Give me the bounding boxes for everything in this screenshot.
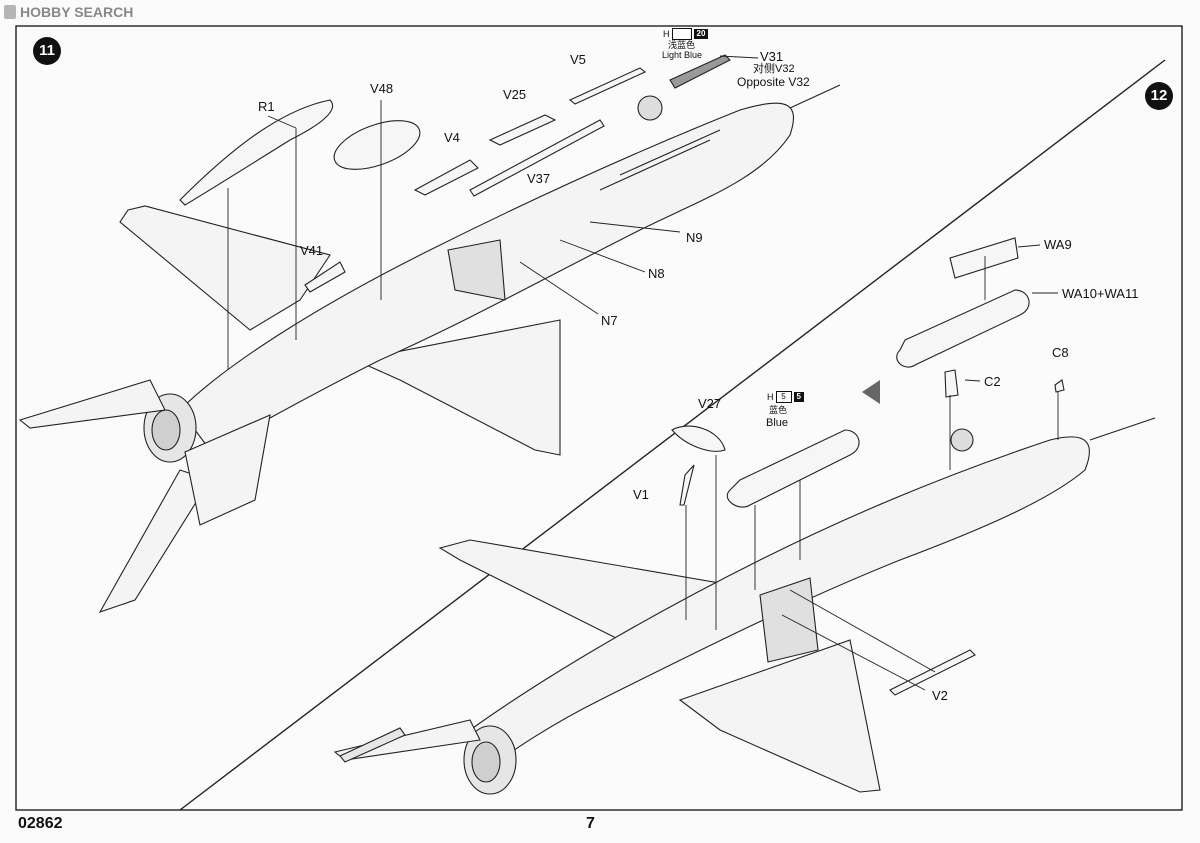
step11-aircraft: [18, 84, 841, 613]
label-v48: V48: [370, 81, 394, 96]
label-c8: C8: [1052, 345, 1069, 360]
part-v25: [488, 114, 557, 146]
part-r1: [179, 99, 333, 206]
label-wa10-wa11: WA10+WA11: [1062, 286, 1139, 301]
label-v2: V2: [932, 688, 948, 703]
paint-name-en: Light Blue: [662, 50, 703, 60]
part-v5: [568, 67, 647, 105]
paint-code-letter: H: [663, 29, 670, 39]
hobby-search-watermark: HOBBY SEARCH: [4, 4, 133, 20]
step12-nose-wheel: [950, 428, 974, 452]
part-blue-tank: [726, 429, 860, 508]
paint-number-outline: 5: [775, 391, 792, 403]
part-v27: [671, 425, 726, 452]
label-n8: N8: [648, 266, 665, 281]
part-wa10-wa11: [896, 289, 1030, 368]
part-c2: [944, 369, 959, 398]
part-v4: [413, 159, 479, 196]
label-v31: V31: [760, 49, 784, 64]
step12-aircraft: [333, 417, 1156, 795]
step12-direction-arrow-icon: [862, 380, 880, 404]
paint-number-filled: 5: [793, 392, 804, 402]
part-v31: [669, 54, 731, 89]
catalog-number: 02862: [18, 815, 63, 832]
label-v37: V37: [527, 171, 551, 186]
step-divider-line: [179, 59, 1166, 811]
label-v41: V41: [300, 243, 324, 258]
paint-chip-swatch: [671, 28, 692, 40]
watermark-text: HOBBY SEARCH: [20, 4, 134, 20]
part-v1: [679, 464, 695, 506]
step12-paint-code: H 5 5: [767, 391, 804, 403]
label-v4: V4: [444, 130, 460, 145]
label-v32-cn: 对侧V32: [753, 63, 795, 75]
step11-paint-code: H 20: [663, 28, 709, 40]
step-number-12: 12: [1145, 82, 1173, 110]
paint-name-cn: 浅蓝色: [668, 40, 696, 50]
step12-parts: [671, 237, 1065, 696]
step-number-11: 11: [33, 37, 61, 65]
label-c2: C2: [984, 374, 1001, 389]
step11-leader-lines: [227, 55, 759, 370]
paint-name-en: Blue: [766, 417, 789, 429]
paint-code-letter: H: [767, 392, 774, 402]
label-r1: R1: [258, 99, 275, 114]
part-v48: [333, 120, 421, 170]
label-v25: V25: [503, 87, 527, 102]
part-v41: [304, 261, 346, 293]
part-v37: [469, 119, 605, 197]
label-v27: V27: [698, 396, 722, 411]
part-wa9: [949, 237, 1019, 279]
label-v1: V1: [633, 487, 649, 502]
step11-parts: [179, 54, 731, 293]
label-v5: V5: [570, 52, 586, 67]
step12-leader-lines: [685, 244, 1059, 691]
paint-name-cn: 蓝色: [769, 405, 788, 415]
label-wa9: WA9: [1044, 237, 1072, 252]
label-n7: N7: [601, 313, 618, 328]
part-c8: [1054, 379, 1065, 393]
paint-number: 20: [693, 29, 709, 39]
part-v2: [889, 649, 976, 696]
step11-nose-wheel: [637, 95, 663, 121]
label-n9: N9: [686, 230, 703, 245]
page-frame: [15, 25, 1183, 811]
hobby-search-logo-icon: [4, 5, 16, 19]
page-number: 7: [586, 815, 595, 832]
label-v32-en: Opposite V32: [737, 75, 810, 89]
